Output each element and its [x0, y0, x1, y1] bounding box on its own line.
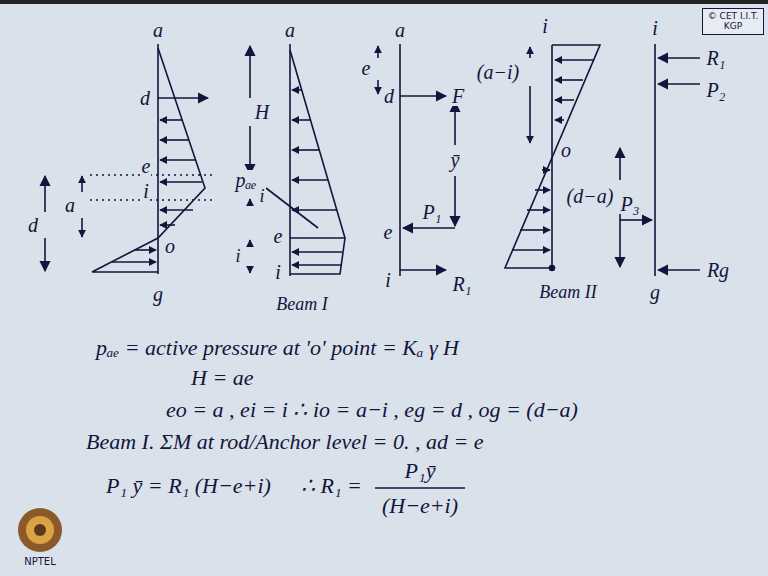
copyright-text: © CET I.I.T. KGP — [706, 11, 760, 32]
nptel-logo — [18, 508, 62, 552]
pressure-label: pₐₑ — [234, 170, 257, 190]
beam-title: Beam II — [538, 283, 597, 301]
formula-text: pₐₑ = active pressure at 'o' point = Kₐ … — [95, 337, 460, 359]
point-label: d — [383, 86, 395, 106]
point-label: i — [274, 262, 282, 282]
point-label: e — [383, 222, 394, 242]
dimension-label: i — [258, 187, 265, 205]
formula-text: P₁ȳ — [404, 460, 437, 482]
force-label: R₁ — [451, 274, 472, 294]
copyright-box: © CET I.I.T. KGP — [702, 8, 764, 35]
fraction-bar — [375, 487, 465, 489]
dimension-label: d — [27, 215, 39, 235]
beam-title: Beam I — [275, 295, 328, 313]
force-label: Rg — [706, 260, 730, 280]
formula-text: Beam I. ΣM at rod/Anchor level = 0. , ad… — [85, 431, 485, 453]
point-label: o — [560, 140, 572, 160]
beam-two-free-body — [620, 44, 700, 276]
dimension-label: (d−a) — [566, 186, 615, 206]
dimension-label: e — [361, 58, 372, 78]
force-label: F — [451, 86, 465, 106]
beam-two-pressure — [505, 45, 620, 271]
top-strip — [0, 0, 768, 4]
beam-one-free-body — [378, 44, 455, 276]
point-label: i — [384, 270, 392, 290]
formula-text: H = ae — [190, 367, 255, 389]
point-label: g — [152, 284, 164, 304]
figure-one — [45, 44, 250, 274]
point-label: g — [649, 282, 661, 302]
force-label: R₁ — [705, 48, 726, 68]
dimension-label: H — [254, 102, 270, 122]
point-label: i — [142, 181, 150, 201]
force-label: P₂ — [705, 80, 726, 100]
point-label: i — [541, 16, 549, 36]
force-label: P₃ — [619, 194, 640, 214]
beam-one-pressure — [250, 44, 345, 276]
formula-text: P₁ ȳ = R₁ (H−e+i) — [105, 475, 272, 497]
point-label: a — [284, 20, 296, 40]
point-label: e — [141, 156, 152, 176]
point-label: e — [273, 226, 284, 246]
point-label: a — [394, 20, 406, 40]
logo-text: NPTEL — [23, 557, 57, 567]
dimension-label: ȳ — [450, 150, 461, 170]
formula-text: (H−e+i) — [381, 495, 459, 517]
formula-text: eo = a , ei = i ∴ io = a−i , eg = d , og… — [165, 399, 579, 421]
point-label: d — [139, 88, 151, 108]
force-label: P₁ — [421, 202, 442, 222]
dimension-label: a — [64, 195, 76, 215]
formula-text: ∴ R₁ = — [300, 475, 363, 497]
dimension-label: i — [234, 247, 241, 265]
point-label: i — [651, 18, 659, 38]
point-label: o — [164, 236, 176, 256]
point-label: a — [152, 20, 164, 40]
dimension-label: (a−i) — [476, 62, 520, 82]
